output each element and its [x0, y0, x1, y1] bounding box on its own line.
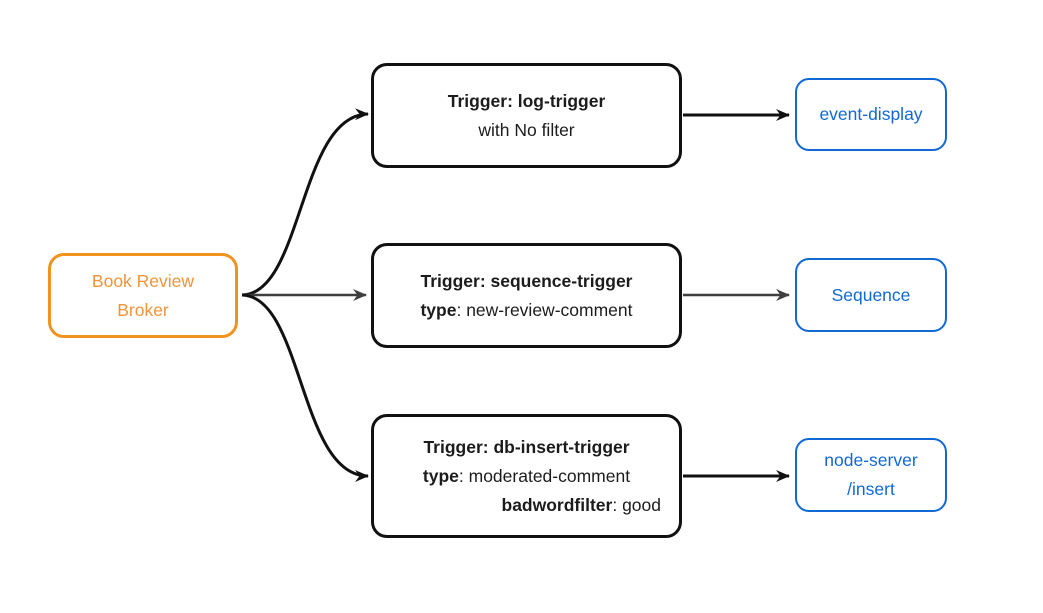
trigger-db-insert-title-text: Trigger: db-insert-trigger: [423, 436, 630, 457]
trigger-db-insert-attr2: badwordfilter: good: [374, 491, 679, 520]
trigger-log-filter: with No filter: [478, 119, 575, 140]
sink-node-node-server: node-server /insert: [795, 438, 947, 512]
sink-node-server-label-line2: /insert: [847, 479, 895, 499]
trigger-log-title-text: Trigger: log-trigger: [447, 90, 606, 111]
broker-node: Book Review Broker: [48, 253, 238, 338]
trigger-sequence-attr-key: type: [420, 299, 457, 320]
trigger-log-title: Trigger: log-trigger: [374, 87, 679, 116]
broker-label-line1: Book Review: [91, 270, 195, 291]
trigger-db-insert-attr1-val: : moderated-comment: [458, 465, 631, 486]
trigger-db-insert-attr1: type: moderated-comment: [374, 462, 679, 491]
trigger-node-log: Trigger: log-trigger with No filter: [371, 63, 682, 168]
sink-node-sequence: Sequence: [795, 258, 947, 332]
trigger-node-db-insert: Trigger: db-insert-trigger type: moderat…: [371, 414, 682, 538]
edge-broker-to-db-insert-trigger: [241, 293, 369, 482]
trigger-db-insert-attr2-key: badwordfilter: [501, 494, 613, 515]
sink-sequence-label: Sequence: [831, 284, 911, 305]
trigger-db-insert-title: Trigger: db-insert-trigger: [374, 433, 679, 462]
edge-broker-to-log-trigger: [241, 108, 369, 297]
sink-event-display-label: event-display: [819, 104, 923, 124]
trigger-sequence-title: Trigger: sequence-trigger: [374, 267, 679, 296]
trigger-db-insert-attr1-key: type: [422, 465, 459, 486]
broker-label-line2: Broker: [117, 299, 169, 320]
trigger-node-sequence: Trigger: sequence-trigger type: new-revi…: [371, 243, 682, 348]
trigger-sequence-title-text: Trigger: sequence-trigger: [420, 270, 633, 291]
trigger-sequence-attr: type: new-review-comment: [374, 296, 679, 325]
sink-node-server-label-line1: node-server: [824, 450, 918, 470]
sink-node-event-display: event-display: [795, 78, 947, 151]
trigger-sequence-attr-val: : new-review-comment: [456, 299, 633, 320]
trigger-db-insert-attr2-val: : good: [612, 494, 661, 515]
